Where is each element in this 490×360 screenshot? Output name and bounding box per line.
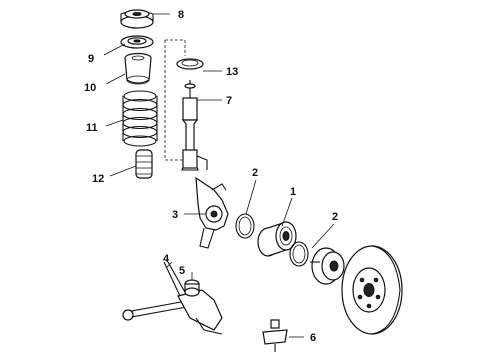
callout-12: 12 <box>92 173 104 185</box>
callout-3: 3 <box>172 209 178 221</box>
strut-assembly <box>181 80 208 171</box>
callout-9: 9 <box>88 53 94 65</box>
spring-seat <box>124 52 152 85</box>
coil-spring <box>122 90 158 147</box>
callout-2b: 2 <box>332 211 338 223</box>
leader-lines <box>103 13 335 338</box>
snap-ring <box>289 241 309 267</box>
callout-5: 5 <box>179 265 185 277</box>
steering-knuckle <box>195 176 229 249</box>
bearing-plate <box>120 35 154 49</box>
callout-13: 13 <box>226 66 238 78</box>
hub <box>310 247 345 285</box>
ball-joint <box>262 319 288 352</box>
callout-7: 7 <box>226 95 232 107</box>
wheel-bearing <box>257 221 297 257</box>
callout-4: 4 <box>163 253 170 265</box>
callout-2a: 2 <box>252 167 258 179</box>
callout-6: 6 <box>310 332 316 344</box>
bump-stop <box>135 149 153 179</box>
snap-ring <box>235 213 255 239</box>
brake-rotor <box>341 245 403 335</box>
callout-8: 8 <box>178 9 184 21</box>
upper-mount <box>120 9 154 29</box>
callout-11: 11 <box>86 122 98 134</box>
upper-insulator <box>176 58 204 70</box>
callout-10: 10 <box>84 82 96 94</box>
callout-1: 1 <box>290 186 296 198</box>
control-arm-bushing <box>184 279 200 297</box>
lower-control-arm <box>122 261 223 335</box>
